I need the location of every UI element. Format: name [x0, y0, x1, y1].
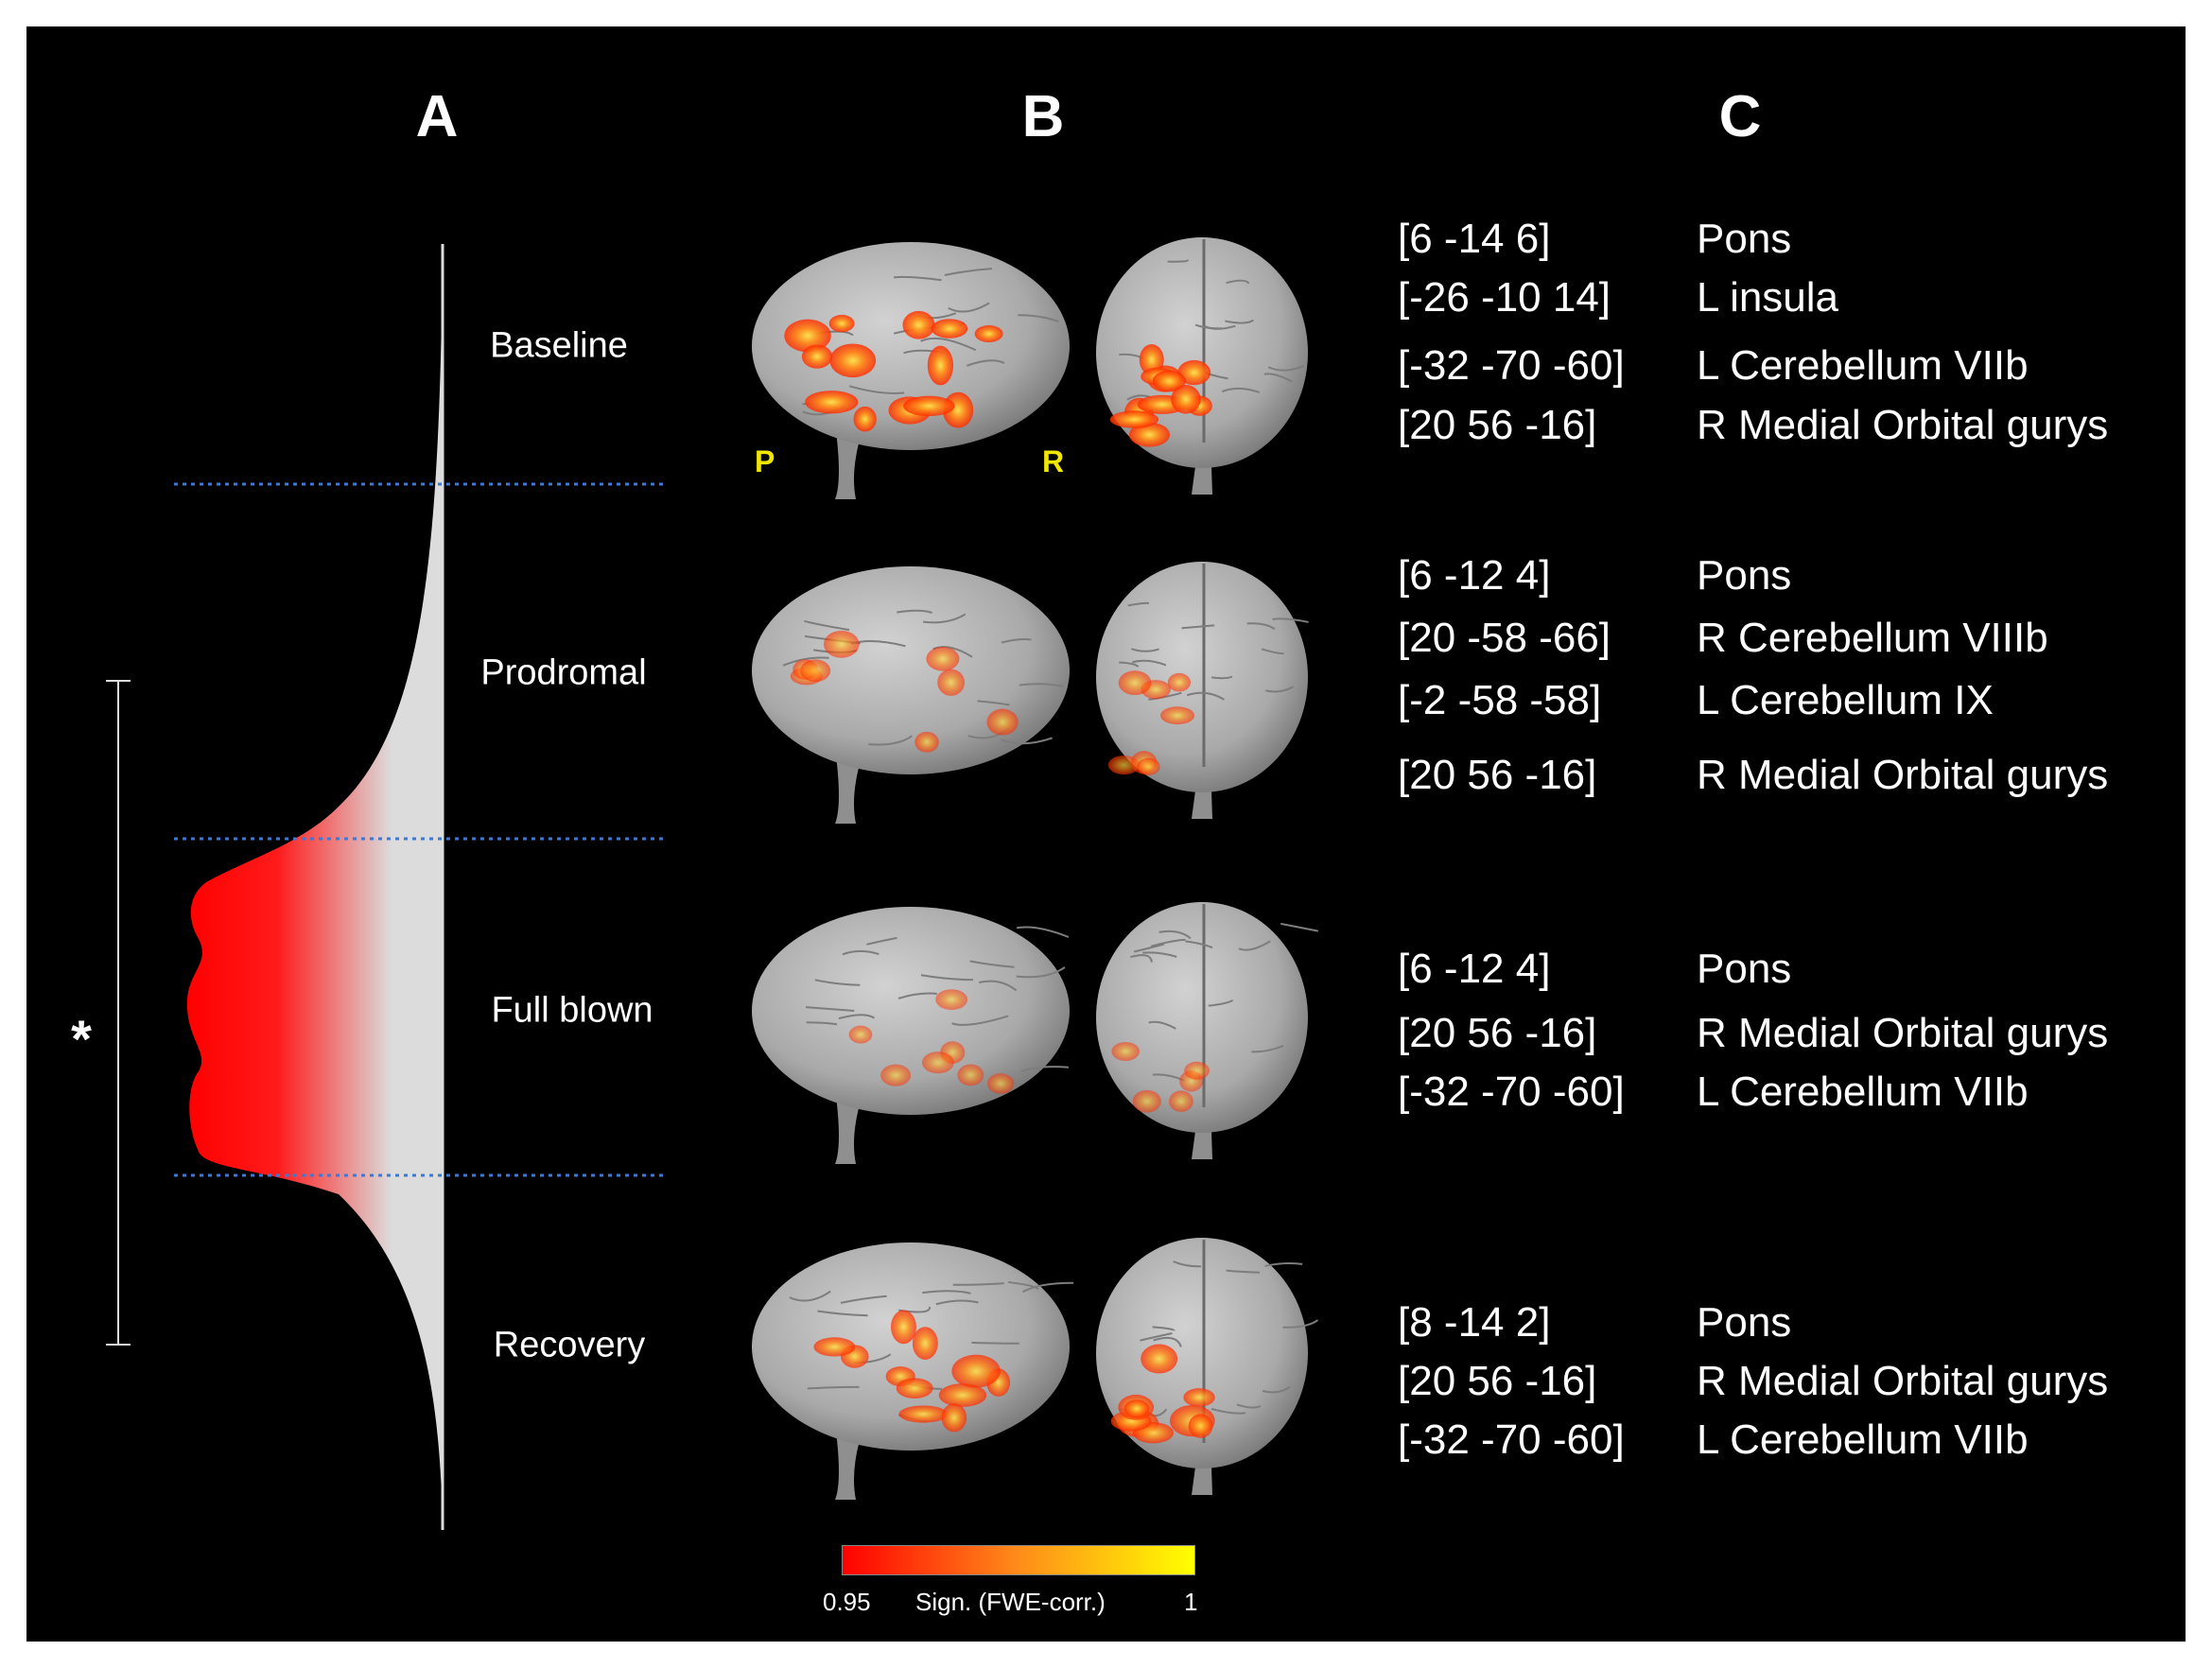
mni-coordinate: [20 -58 -66] [1398, 615, 1611, 661]
view-label-posterior: R [1042, 444, 1065, 478]
mni-coordinate: [-32 -70 -60] [1398, 1416, 1625, 1463]
brain-lateral-view [752, 242, 1070, 499]
brain-renderings [752, 237, 1319, 1500]
panel-label-a: A [415, 84, 459, 149]
brain-posterior-view [1096, 562, 1309, 819]
panel-label-b: B [1021, 84, 1065, 149]
region-name: R Cerebellum VIIIb [1697, 615, 2048, 661]
brain-posterior-view [1096, 902, 1318, 1159]
region-row: [6 -12 4] Pons [1398, 946, 2186, 1002]
region-name: L Cerebellum VIIb [1697, 1416, 2029, 1463]
mni-coordinate: [6 -12 4] [1398, 552, 1551, 599]
significance-asterisk: * [71, 1009, 92, 1069]
stage-label-baseline: Baseline [490, 325, 628, 366]
stage-label-prodromal: Prodromal [480, 652, 647, 693]
brain-lateral-view [752, 907, 1070, 1164]
mni-coordinate: [20 56 -16] [1398, 752, 1597, 798]
region-name: L insula [1697, 274, 1839, 321]
colorbar-caption: Sign. (FWE-corr.) [915, 1588, 1106, 1616]
region-name: R Medial Orbital gurys [1697, 1358, 2109, 1404]
region-name: R Medial Orbital gurys [1697, 1010, 2109, 1056]
region-row: [-32 -70 -60] L Cerebellum VIIb [1398, 1069, 2186, 1125]
stage-label-fullblown: Full blown [491, 990, 653, 1031]
migraine-phase-curve: * [71, 244, 666, 1530]
region-row: [6 -14 6] Pons [1398, 216, 2186, 272]
region-row: [-2 -58 -58] L Cerebellum IX [1398, 677, 2186, 734]
mni-coordinate: [-2 -58 -58] [1398, 677, 1602, 723]
mni-coordinate: [-26 -10 14] [1398, 274, 1611, 321]
stage-label-recovery: Recovery [493, 1325, 646, 1365]
region-name: Pons [1697, 552, 1792, 599]
view-label-lateral: P [755, 444, 775, 478]
region-row: [8 -14 2] Pons [1398, 1299, 2186, 1356]
mni-coordinate: [-32 -70 -60] [1398, 1069, 1625, 1115]
region-row: [20 56 -16] R Medial Orbital gurys [1398, 402, 2186, 459]
brain-lateral-view [752, 566, 1070, 824]
region-row: [20 56 -16] R Medial Orbital gurys [1398, 752, 2186, 808]
brain-lateral-view [752, 1242, 1074, 1500]
region-name: R Medial Orbital gurys [1697, 402, 2109, 448]
region-row: [20 -58 -66] R Cerebellum VIIIb [1398, 615, 2186, 671]
mni-coordinate: [6 -14 6] [1398, 216, 1551, 262]
colorbar-min-label: 0.95 [823, 1588, 871, 1616]
mni-coordinate: [20 56 -16] [1398, 1358, 1597, 1404]
mni-coordinate: [20 56 -16] [1398, 1010, 1597, 1056]
region-row: [-32 -70 -60] L Cerebellum VIIb [1398, 342, 2186, 399]
region-row: [6 -12 4] Pons [1398, 552, 2186, 609]
region-name: Pons [1697, 1299, 1792, 1346]
brain-posterior-view [1096, 1238, 1319, 1495]
region-name: R Medial Orbital gurys [1697, 752, 2109, 798]
mni-coordinate: [20 56 -16] [1398, 402, 1597, 448]
region-name: Pons [1697, 216, 1792, 262]
colorbar-gradient [842, 1545, 1195, 1575]
region-name: Pons [1697, 946, 1792, 992]
region-row: [-32 -70 -60] L Cerebellum VIIb [1398, 1416, 2186, 1473]
mni-coordinate: [6 -12 4] [1398, 946, 1551, 992]
figure: A B C * Baseline Prodromal Full blown Re… [26, 26, 2186, 1642]
significance-bracket [106, 680, 131, 1346]
colorbar-max-label: 1 [1184, 1588, 1198, 1616]
region-row: [20 56 -16] R Medial Orbital gurys [1398, 1358, 2186, 1415]
region-name: L Cerebellum VIIb [1697, 1069, 2029, 1115]
brain-posterior-view [1096, 237, 1308, 495]
phase-curve-area [186, 244, 443, 1525]
panel-label-c: C [1718, 84, 1762, 149]
mni-coordinate: [-32 -70 -60] [1398, 342, 1625, 389]
region-name: L Cerebellum IX [1697, 677, 1994, 723]
region-row: [-26 -10 14] L insula [1398, 274, 2186, 331]
region-name: L Cerebellum VIIb [1697, 342, 2029, 389]
region-row: [20 56 -16] R Medial Orbital gurys [1398, 1010, 2186, 1067]
mni-coordinate: [8 -14 2] [1398, 1299, 1551, 1346]
